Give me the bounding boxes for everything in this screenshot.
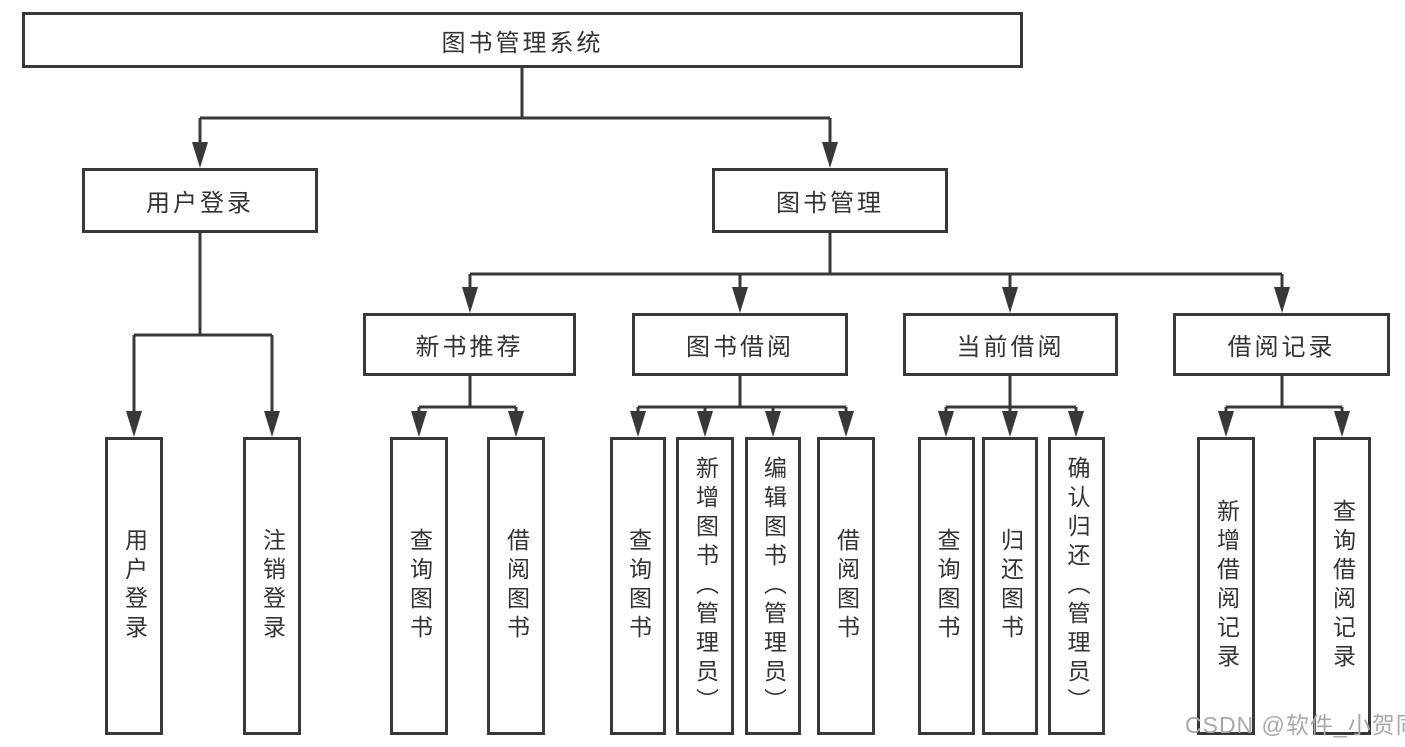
leaf-edit-book-admin: 编辑图书（管理员）: [745, 437, 801, 735]
node-label: 用户登录: [146, 190, 254, 217]
node-label: 确认归还（管理员）: [1064, 455, 1090, 717]
leaf-query-book-newrec: 查询图书: [390, 437, 448, 735]
leaf-borrow-book-newrec: 借阅图书: [487, 437, 545, 735]
leaf-add-borrow-record: 新增借阅记录: [1197, 437, 1255, 735]
connector-book-borrow-to-leaves: [630, 376, 854, 437]
node-label: 图书借阅: [686, 334, 794, 361]
node-label: 图书管理: [776, 190, 884, 217]
node-new-book-recommend: 新书推荐: [363, 313, 576, 376]
leaf-user-login: 用户登录: [105, 437, 163, 735]
node-book-borrow: 图书借阅: [632, 313, 848, 376]
node-label: 新书推荐: [415, 334, 524, 361]
leaf-query-book-current: 查询图书: [918, 437, 975, 735]
node-label: 注销登录: [259, 528, 286, 644]
leaf-query-book-borrow: 查询图书: [610, 437, 666, 735]
leaf-logout: 注销登录: [243, 437, 301, 735]
node-label: 借阅图书: [503, 528, 530, 644]
leaf-query-borrow-record: 查询借阅记录: [1313, 437, 1371, 735]
connector-new-book-rec-to-leaves: [411, 376, 524, 437]
connector-borrow-records-to-leaves: [1218, 376, 1350, 437]
node-label: 新增借阅记录: [1213, 499, 1240, 673]
node-label: 查询借阅记录: [1329, 499, 1356, 673]
node-label: 当前借阅: [956, 334, 1065, 361]
node-borrow-records: 借阅记录: [1173, 313, 1390, 376]
node-label: 查询图书: [934, 528, 960, 644]
node-book-management: 图书管理: [712, 168, 948, 233]
node-label: 图书管理系统: [441, 29, 604, 57]
node-user-login: 用户登录: [82, 168, 318, 233]
connector-current-borrow-to-leaves: [938, 376, 1084, 437]
node-label: 查询图书: [625, 528, 652, 644]
node-label: 查询图书: [406, 528, 433, 644]
leaf-add-book-admin: 新增图书（管理员）: [676, 437, 734, 735]
connector-root-to-level2: [192, 68, 838, 168]
node-label: 用户登录: [121, 528, 148, 644]
connector-user-login-to-leaves: [126, 233, 280, 437]
node-current-borrow: 当前借阅: [903, 313, 1118, 376]
leaf-return-book: 归还图书: [982, 437, 1038, 735]
node-label: 借阅记录: [1227, 334, 1336, 361]
node-library-system: 图书管理系统: [22, 12, 1023, 68]
node-label: 新增图书（管理员）: [692, 455, 719, 717]
node-label: 归还图书: [997, 528, 1024, 644]
watermark: CSDN @软件_小贺同学: [1185, 712, 1405, 738]
leaf-borrow-book: 借阅图书: [817, 437, 875, 735]
connector-book-mgmt-to-level3: [462, 233, 1290, 313]
leaf-confirm-return-admin: 确认归还（管理员）: [1048, 437, 1105, 735]
node-label: 借阅图书: [833, 528, 860, 644]
node-label: 编辑图书（管理员）: [760, 455, 787, 717]
